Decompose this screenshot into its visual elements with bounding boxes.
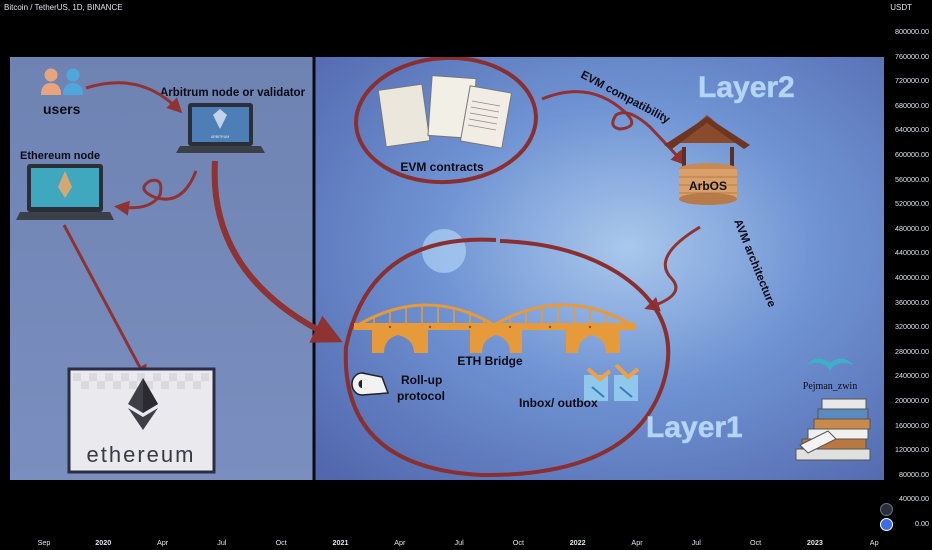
books-icon — [795, 398, 871, 461]
x-tick-label: Jul — [454, 538, 464, 547]
arrow-arbitrum-to-ethereum — [114, 170, 198, 216]
y-tick-label: 200000.00 — [895, 396, 929, 405]
x-tick-label: Jul — [217, 538, 227, 547]
arrow-arbitrum-to-layer1 — [211, 160, 343, 343]
y-tick-label: 640000.00 — [895, 125, 929, 135]
layer2-label: Layer2 — [698, 71, 795, 104]
eth-bridge-icon — [354, 303, 636, 353]
y-tick-label: 240000.00 — [895, 371, 929, 381]
rollup-label-line2: protocol — [397, 389, 445, 403]
x-tick-label: Apr — [157, 538, 169, 547]
settings-icon[interactable] — [880, 503, 893, 516]
arbos-well-icon — [664, 115, 750, 205]
evm-contracts-label: EVM contracts — [400, 160, 484, 174]
arrow-ethereum-to-logo — [62, 224, 147, 381]
arbitrum-laptop-icon: ARBITRUM — [176, 103, 265, 153]
ethereum-logo-text: ethereum — [87, 442, 196, 467]
y-tick-label: 520000.00 — [895, 199, 929, 209]
author-label: Pejman_zwin — [803, 381, 857, 392]
x-tick-label: 2021 — [332, 538, 349, 547]
svg-text:ARBITRUM: ARBITRUM — [211, 135, 229, 139]
y-tick-label: 80000.00 — [899, 469, 929, 479]
y-tick-label: 320000.00 — [895, 322, 929, 332]
y-tick-label: 400000.00 — [895, 273, 929, 282]
arbitrum-node-label: Arbitrum node or validator — [160, 87, 306, 99]
y-tick-label: 560000.00 — [895, 174, 929, 184]
x-tick-label: 2020 — [95, 538, 112, 547]
y-axis-unit: USDT — [890, 3, 912, 12]
evm-contracts-icon — [377, 75, 513, 149]
inbox-label: Inbox/ outbox — [519, 396, 598, 410]
arrow-users-to-arbitrum — [85, 81, 183, 114]
x-tick-label: Oct — [512, 538, 524, 547]
layer1-label: Layer1 — [646, 411, 743, 444]
arbitrum-diagram: users ARBITRUM Arbitrum node or validato… — [10, 57, 884, 480]
evm-circle — [354, 57, 538, 185]
y-tick-label: 440000.00 — [895, 248, 929, 258]
users-icon — [41, 68, 83, 95]
bridge-label: ETH Bridge — [457, 354, 523, 368]
y-tick-label: 720000.00 — [895, 76, 929, 86]
arrow-evm-to-arbos — [541, 90, 687, 166]
y-tick-label: 280000.00 — [895, 346, 929, 356]
y-tick-label: 480000.00 — [895, 223, 929, 233]
y-tick-label: 120000.00 — [895, 445, 929, 455]
x-tick-label: Jul — [691, 538, 701, 547]
y-tick-label: 160000.00 — [895, 420, 929, 430]
rollup-icon — [351, 372, 390, 396]
ethereum-logo-box: ethereum — [67, 367, 216, 474]
y-tick-label: 800000.00 — [895, 27, 929, 36]
x-tick-label: Ap — [869, 538, 879, 547]
author-logo-icon — [806, 358, 854, 371]
ethereum-laptop-icon — [16, 164, 114, 220]
y-tick-label: 40000.00 — [899, 494, 929, 504]
chart-title: Bitcoin / TetherUS, 1D, BINANCE — [4, 3, 123, 12]
y-tick-label: 600000.00 — [895, 150, 929, 159]
x-tick-label: Oct — [275, 538, 287, 547]
x-tick-label: Sep — [37, 538, 51, 547]
x-tick-label: 2023 — [806, 538, 823, 547]
glow-spot — [422, 229, 466, 273]
x-tick-label: Oct — [750, 538, 762, 547]
y-tick-label: 360000.00 — [895, 297, 929, 307]
inbox-outbox-icon — [584, 363, 640, 401]
users-label: users — [43, 101, 81, 117]
rollup-label-line1: Roll-up — [401, 373, 442, 387]
scale-toggle-icon[interactable] — [880, 518, 893, 531]
arrow-arbos-to-layer1 — [644, 225, 701, 312]
y-tick-label: 680000.00 — [895, 100, 929, 110]
x-tick-label: Apr — [394, 538, 406, 547]
x-tick-label: 2022 — [569, 538, 586, 547]
x-tick-label: Apr — [631, 538, 643, 547]
arbos-label: ArbOS — [689, 179, 727, 193]
ethereum-node-label: Ethereum node — [20, 150, 100, 162]
layer1-circle — [343, 237, 671, 478]
y-tick-label: 760000.00 — [895, 51, 929, 61]
y-tick-label: 0.00 — [915, 519, 929, 528]
